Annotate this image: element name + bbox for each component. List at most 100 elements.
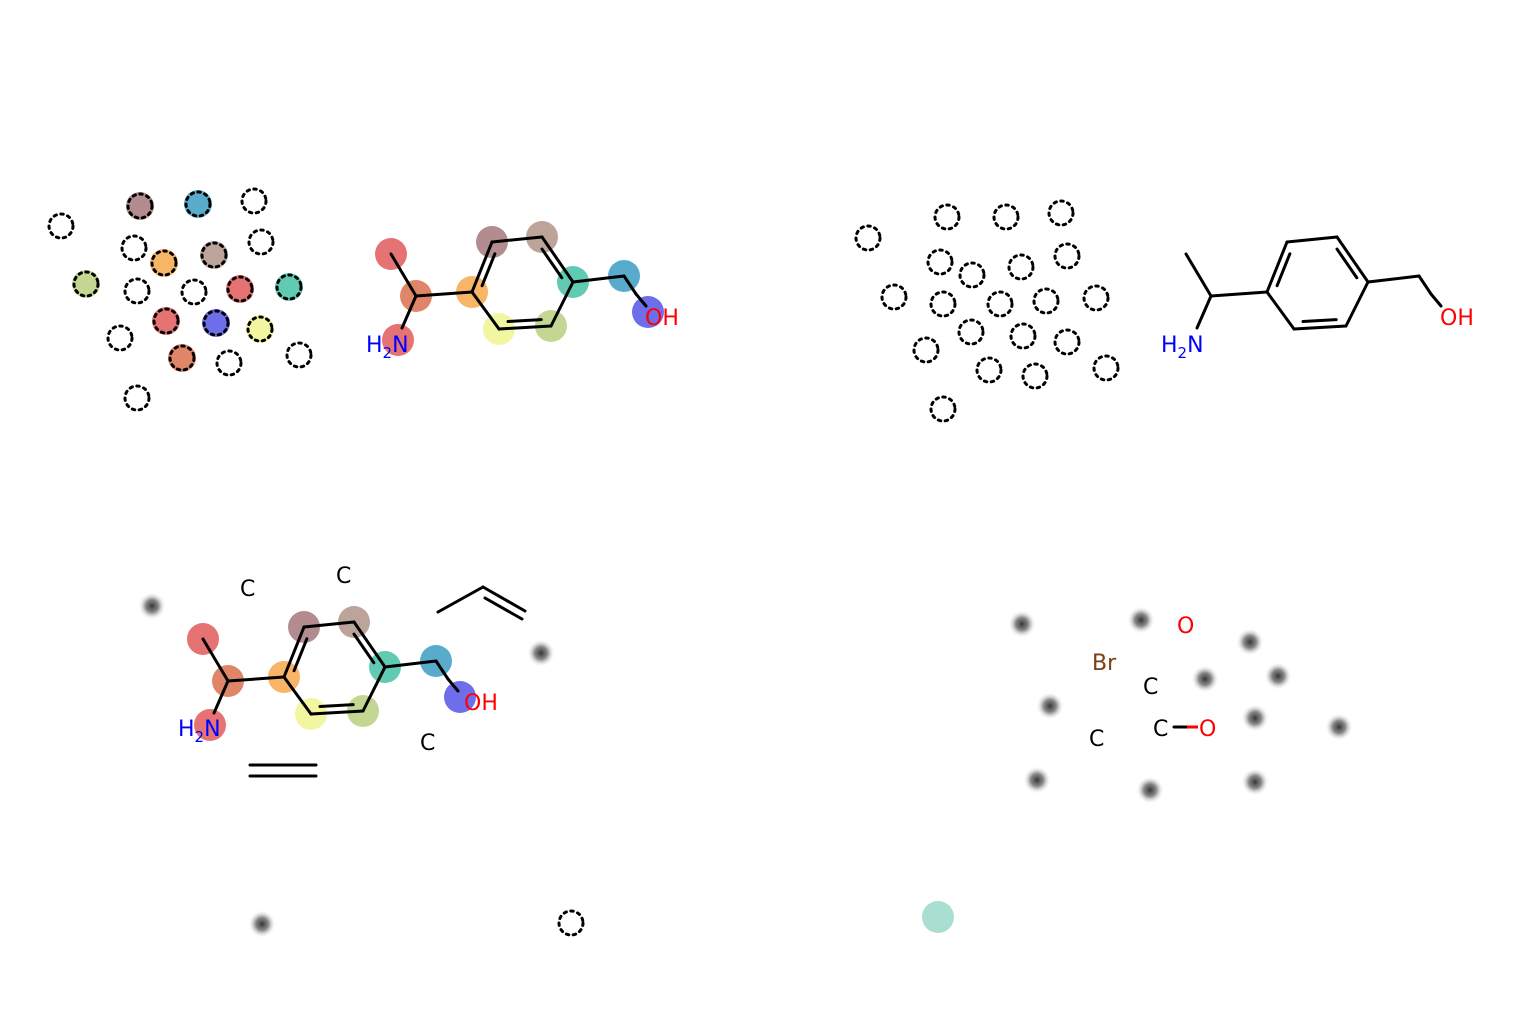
blurred-dot-icon bbox=[1241, 704, 1269, 732]
bond-line bbox=[540, 235, 575, 284]
bromine-label: Br bbox=[1092, 651, 1117, 676]
dotted-circle-icon bbox=[1007, 253, 1035, 281]
highlight-circles bbox=[375, 221, 664, 356]
bond-line bbox=[352, 632, 376, 665]
bond-line bbox=[622, 274, 638, 296]
bond-line bbox=[282, 625, 306, 679]
highlight-circle bbox=[150, 249, 178, 277]
dotted-circle-icon bbox=[1047, 199, 1075, 227]
bond-line bbox=[1275, 252, 1292, 288]
bond-line bbox=[201, 637, 230, 683]
scattered-markers bbox=[47, 187, 313, 412]
molecule-bonds bbox=[1184, 235, 1443, 331]
dotted-circle-icon bbox=[152, 307, 180, 335]
bond-line bbox=[383, 659, 438, 669]
bond-line bbox=[446, 677, 460, 693]
molecule-bonds bbox=[201, 620, 460, 716]
highlight-circle bbox=[184, 190, 212, 218]
highlight-circle bbox=[72, 270, 100, 298]
bond-line bbox=[470, 240, 494, 294]
highlight-circle bbox=[275, 273, 303, 301]
dotted-circle-icon bbox=[1092, 354, 1120, 382]
highlight-circle bbox=[226, 275, 254, 303]
bond-line bbox=[1265, 290, 1296, 331]
dotted-circle-icon bbox=[72, 270, 100, 298]
dotted-circle-icon bbox=[880, 283, 908, 311]
dotted-circle-icon bbox=[247, 228, 275, 256]
carbon-label-2: C bbox=[1089, 727, 1104, 752]
blurred-dot-icon bbox=[1241, 768, 1269, 796]
dotted-circle-icon bbox=[246, 315, 274, 343]
hydroxyl-label: OH bbox=[1440, 306, 1474, 331]
dotted-circle-icon bbox=[240, 187, 268, 215]
bond-line bbox=[352, 620, 387, 669]
highlight-circle bbox=[168, 344, 196, 372]
dotted-circle-icon bbox=[992, 203, 1020, 231]
dotted-circle-icon bbox=[912, 336, 940, 364]
bond-line bbox=[497, 324, 553, 331]
dotted-circle-icon bbox=[202, 309, 230, 337]
dotted-circle-icon bbox=[126, 192, 154, 220]
dotted-circle-icon bbox=[929, 395, 957, 423]
blurred-dot-icon bbox=[138, 592, 166, 620]
dotted-circle-icon bbox=[929, 290, 957, 318]
highlight-circle bbox=[200, 241, 228, 269]
blurred-markers bbox=[138, 592, 555, 667]
oxygen-label-1: O bbox=[1177, 614, 1194, 639]
scattered-markers bbox=[854, 199, 1120, 423]
bond-line bbox=[1344, 280, 1370, 328]
bond-line bbox=[1292, 324, 1348, 331]
bond-line bbox=[282, 675, 313, 716]
carbon-label-1: C bbox=[240, 577, 255, 602]
dotted-circle-icon bbox=[226, 275, 254, 303]
dotted-circle-icon bbox=[933, 203, 961, 231]
bond-line bbox=[1301, 318, 1338, 323]
bond-line bbox=[470, 290, 501, 331]
bond-line bbox=[1366, 274, 1421, 284]
dotted-circle-icon bbox=[150, 249, 178, 277]
highlight-circle bbox=[194, 709, 226, 741]
bond-line bbox=[571, 274, 626, 284]
bond-line bbox=[1335, 235, 1370, 284]
blurred-dot-icon bbox=[1127, 606, 1155, 634]
dotted-circle-icon bbox=[1009, 322, 1037, 350]
dotted-circle-icon bbox=[168, 344, 196, 372]
bond-line bbox=[389, 252, 418, 298]
bond-line bbox=[480, 252, 497, 288]
bond-line bbox=[1335, 247, 1359, 280]
bond-line bbox=[490, 235, 544, 244]
dotted-circle-icon bbox=[120, 234, 148, 262]
bond-line bbox=[212, 679, 230, 715]
dotted-circle-icon bbox=[184, 190, 212, 218]
bond-line bbox=[1417, 274, 1433, 296]
dotted-circle-icon bbox=[180, 278, 208, 306]
bond-line bbox=[506, 318, 543, 323]
blurred-dot-icon bbox=[1008, 610, 1036, 638]
panel-top-right: H2N OH bbox=[854, 199, 1474, 423]
bond-line bbox=[361, 665, 387, 713]
highlight-circle bbox=[202, 309, 230, 337]
dotted-circle-icon bbox=[1053, 328, 1081, 356]
dotted-circle-icon bbox=[854, 224, 882, 252]
blurred-dot-icon bbox=[1191, 665, 1219, 693]
hydroxyl-label: OH bbox=[645, 306, 679, 331]
dotted-circle-icon bbox=[975, 356, 1003, 384]
dotted-circle-icon bbox=[215, 349, 243, 377]
carbon-label-1: C bbox=[1143, 675, 1158, 700]
bond-line bbox=[226, 675, 286, 683]
amine-label: H2N bbox=[366, 333, 409, 362]
blurred-markers bbox=[1008, 606, 1353, 804]
carbon-label-3: C bbox=[1153, 717, 1168, 742]
bond-line bbox=[1429, 292, 1443, 308]
dotted-circle-icon bbox=[123, 384, 151, 412]
bond-line bbox=[634, 292, 648, 308]
dotted-circle-icon bbox=[1021, 362, 1049, 390]
dotted-circle-icon bbox=[200, 241, 228, 269]
bond-line bbox=[1265, 240, 1289, 294]
blurred-dot-icon bbox=[527, 639, 555, 667]
highlight-circle bbox=[152, 307, 180, 335]
blurred-dot-icon bbox=[1023, 766, 1051, 794]
dotted-circle-icon bbox=[1082, 284, 1110, 312]
dotted-circle-icon bbox=[957, 318, 985, 346]
blurred-dot-icon bbox=[1236, 628, 1264, 656]
